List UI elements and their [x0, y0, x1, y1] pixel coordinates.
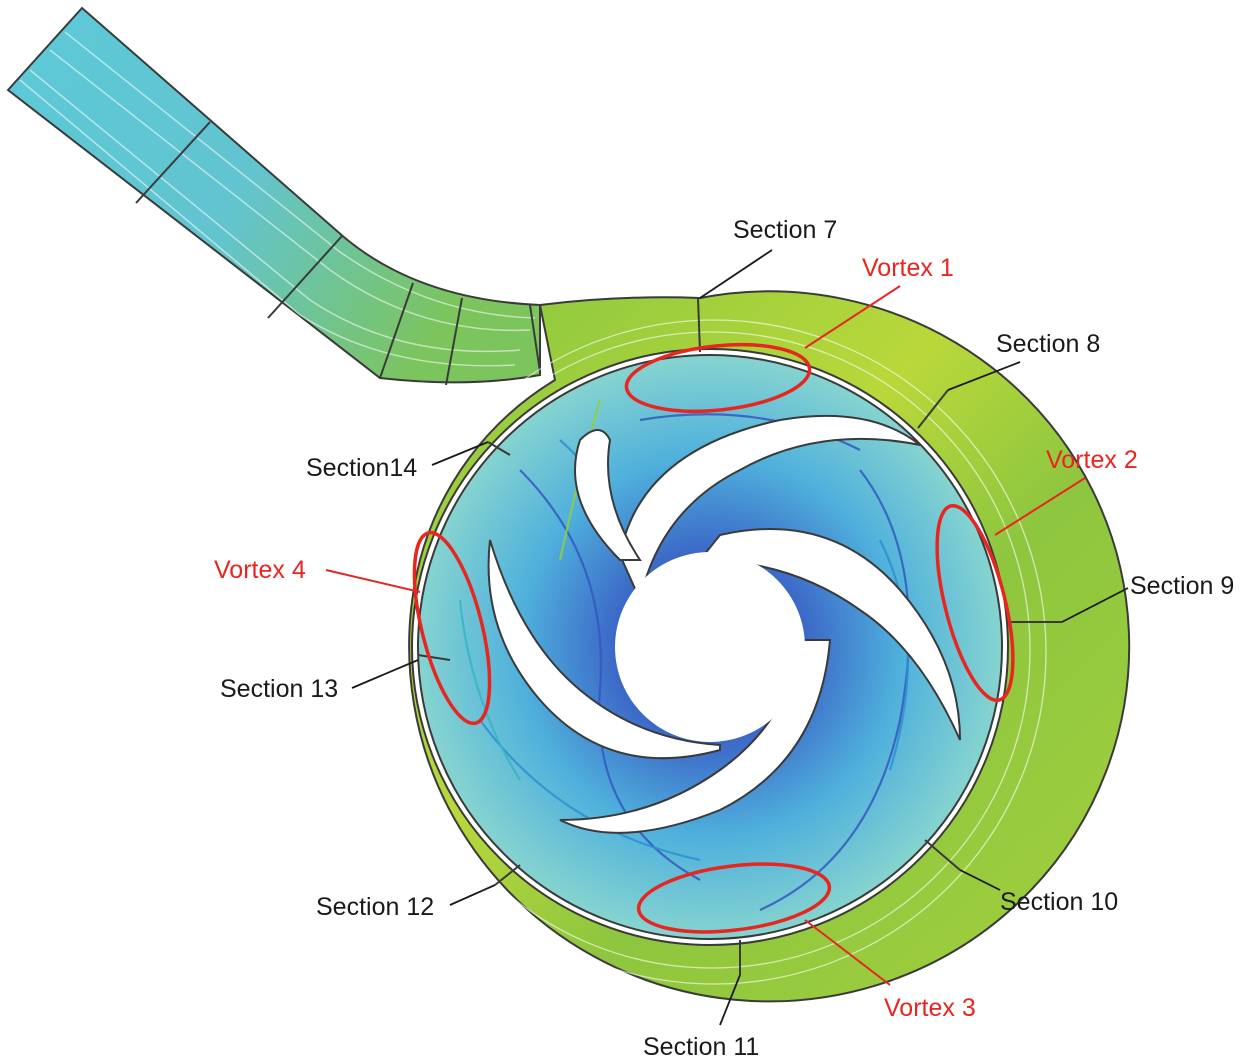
label-vortex-3: Vortex 3	[884, 994, 976, 1022]
label-section-14: Section14	[306, 454, 417, 482]
label-vortex-2: Vortex 2	[1046, 446, 1138, 474]
label-section-9: Section 9	[1130, 572, 1234, 600]
label-section-11: Section 11	[643, 1033, 759, 1061]
vortex-2-ellipse	[935, 503, 1015, 703]
label-section-7: Section 7	[733, 216, 837, 244]
vortex-markers	[412, 343, 1015, 934]
label-section-13: Section 13	[220, 675, 338, 703]
vortex-1-ellipse	[624, 343, 812, 413]
label-vortex-4: Vortex 4	[214, 556, 306, 584]
inlet-pipe	[6, 6, 541, 386]
impeller	[417, 354, 1003, 940]
vortex-4-ellipse	[412, 530, 492, 726]
label-section-8: Section 8	[996, 330, 1100, 358]
section-leaders	[351, 249, 1129, 1026]
label-section-12: Section 12	[316, 893, 434, 921]
vortex-leaders	[325, 285, 1086, 986]
section-cut-lines	[417, 297, 1062, 975]
label-section-10: Section 10	[1000, 888, 1118, 916]
vortex-3-ellipse	[636, 862, 832, 934]
label-vortex-1: Vortex 1	[862, 254, 954, 282]
